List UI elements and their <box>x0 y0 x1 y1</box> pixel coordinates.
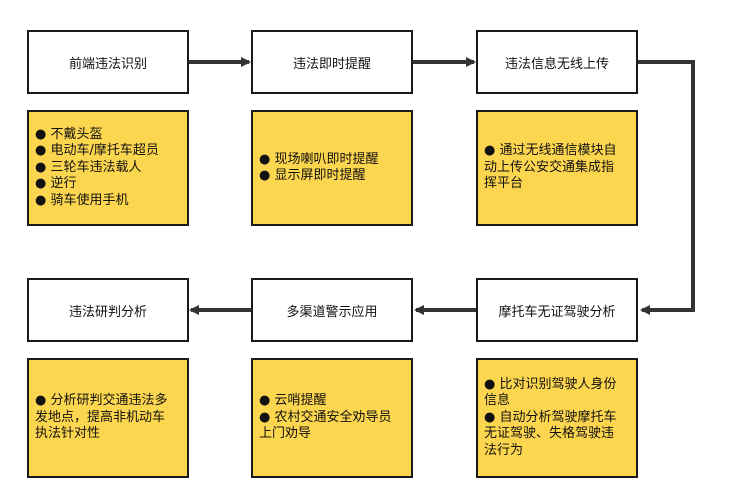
note-line: 动上传公安交通集成指 <box>484 159 615 175</box>
note-line: ● 三轮车违法载人 <box>35 159 142 175</box>
note-line: 上门劝导 <box>259 426 312 442</box>
step-title: 违法研判分析 <box>68 304 147 320</box>
note-line: ● 通过无线通信模块自 <box>484 143 617 159</box>
note-line: ● 显示屏即时提醒 <box>259 168 366 183</box>
note-line: ● 电动车/摩托车超员 <box>35 143 159 159</box>
note-front-end-recognition: ● 不戴头盔 ● 电动车/摩托车超员 ● 三轮车违法载人 ● 逆行 ● 骑车使用… <box>27 110 189 226</box>
note-line: 法行为 <box>484 442 524 458</box>
step-front-end-recognition: 前端违法识别 <box>27 30 189 94</box>
step-title: 前端违法识别 <box>68 56 147 72</box>
step-title: 多渠道警示应用 <box>286 304 378 320</box>
note-line: 执法针对性 <box>35 426 101 442</box>
note-instant-reminder: ● 现场喇叭即时提醒 ● 显示屏即时提醒 <box>251 110 413 226</box>
note-line: ● 分析研判交通违法多 <box>35 393 168 409</box>
step-instant-reminder: 违法即时提醒 <box>251 30 413 94</box>
note-line: ● 骑车使用手机 <box>35 192 129 208</box>
step-unlicensed-analysis: 摩托车无证驾驶分析 <box>476 278 638 342</box>
note-line: 无证驾驶、失格驾驶违 <box>484 426 615 442</box>
note-line: ● 逆行 <box>35 176 77 192</box>
note-line: ● 现场喇叭即时提醒 <box>259 151 379 167</box>
note-line: ● 云哨提醒 <box>259 393 327 409</box>
arrow-step3-to-step4 <box>638 60 695 315</box>
step-multichannel-warning: 多渠道警示应用 <box>251 278 413 342</box>
note-wireless-upload: ● 通过无线通信模块自 动上传公安交通集成指 挥平台 <box>476 110 638 226</box>
step-title: 违法即时提醒 <box>292 56 371 72</box>
note-multichannel-warning: ● 云哨提醒 ● 农村交通安全劝导员 上门劝导 <box>251 358 413 478</box>
step-wireless-upload: 违法信息无线上传 <box>476 30 638 94</box>
step-violation-analysis: 违法研判分析 <box>27 278 189 342</box>
note-line: 信息 <box>484 393 511 409</box>
note-line: ● 自动分析驾驶摩托车 <box>484 409 617 425</box>
note-line: 挥平台 <box>484 176 524 192</box>
note-violation-analysis: ● 分析研判交通违法多 发地点，提高非机动车 执法针对性 <box>27 358 189 478</box>
step-title: 摩托车无证驾驶分析 <box>498 304 616 320</box>
note-line: ● 农村交通安全劝导员 <box>259 409 392 425</box>
step-title: 违法信息无线上传 <box>504 56 609 72</box>
note-unlicensed-analysis: ● 比对识别驾驶人身份 信息 ● 自动分析驾驶摩托车 无证驾驶、失格驾驶违 法行… <box>476 358 638 478</box>
note-line: ● 比对识别驾驶人身份 <box>484 376 617 392</box>
note-line: ● 不戴头盔 <box>35 126 103 142</box>
note-line: 发地点，提高非机动车 <box>35 409 166 425</box>
